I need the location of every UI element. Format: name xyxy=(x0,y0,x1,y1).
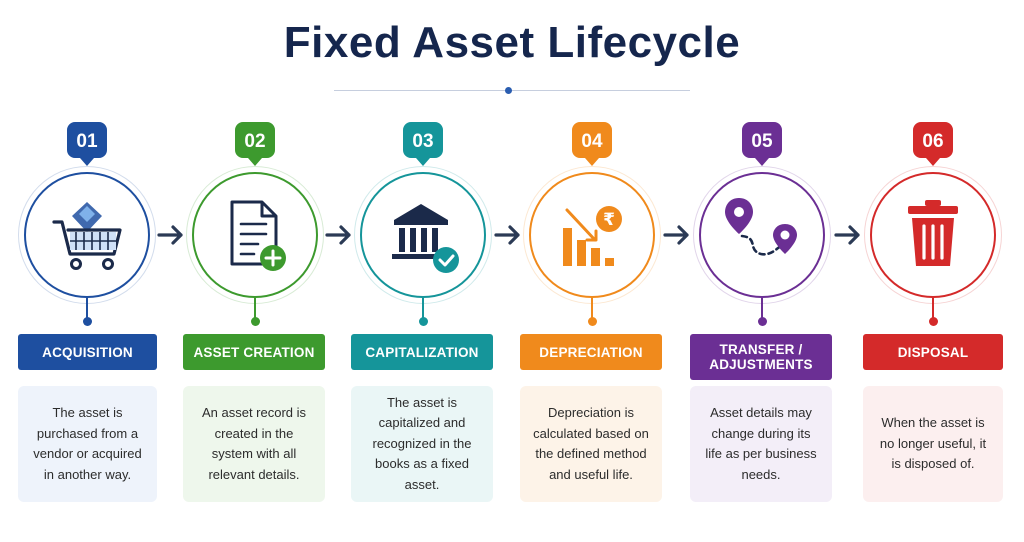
page-title: Fixed Asset Lifecycle xyxy=(283,18,741,67)
stage-icon-circle xyxy=(24,172,150,298)
connector-dot xyxy=(928,317,938,326)
stage-icon-circle xyxy=(360,172,486,298)
stage-label: DEPRECIATION xyxy=(520,334,662,370)
stage-label: ACQUISITION xyxy=(18,334,157,370)
connector-line xyxy=(932,298,934,320)
step-number: 01 xyxy=(76,131,98,152)
connector-dot xyxy=(757,317,767,326)
stage-label: CAPITALIZATION xyxy=(351,334,493,370)
arrow-right-icon xyxy=(833,223,863,247)
stage-label: ASSET CREATION xyxy=(183,334,325,370)
connector-line xyxy=(422,298,424,320)
step-number-badge: 01 xyxy=(67,122,107,166)
stage-description: When the asset is no longer useful, it i… xyxy=(863,386,1003,502)
step-number: 05 xyxy=(751,131,773,152)
arrow-right-icon xyxy=(156,223,186,247)
step-number-badge: 06 xyxy=(913,122,953,166)
connector-line xyxy=(86,298,88,320)
connector-line xyxy=(761,298,763,320)
stage-icon-circle: ₹ xyxy=(529,172,655,298)
title-divider-dot xyxy=(505,87,512,94)
connector-dot xyxy=(250,317,260,326)
title-divider xyxy=(334,90,690,91)
connector-dot xyxy=(82,317,92,326)
stage-description: The asset is purchased from a vendor or … xyxy=(18,386,157,502)
step-number-badge: 02 xyxy=(235,122,275,166)
stage-description: Asset details may change during its life… xyxy=(690,386,832,502)
stage-description: Depreciation is calculated based on the … xyxy=(520,386,662,502)
connector-line xyxy=(591,298,593,320)
arrow-right-icon xyxy=(662,223,692,247)
stage-icon-circle xyxy=(192,172,318,298)
step-number: 03 xyxy=(412,131,434,152)
connector-dot xyxy=(587,317,597,326)
step-number-badge: 05 xyxy=(742,122,782,166)
connector-line xyxy=(254,298,256,320)
step-number-badge: 03 xyxy=(403,122,443,166)
step-number: 02 xyxy=(244,131,266,152)
step-number: 06 xyxy=(922,131,944,152)
arrow-right-icon xyxy=(324,223,354,247)
svg-text:₹: ₹ xyxy=(603,210,615,230)
stage-label: TRANSFER / ADJUSTMENTS xyxy=(690,334,832,380)
step-number: 04 xyxy=(581,131,603,152)
stage-description: An asset record is created in the system… xyxy=(183,386,325,502)
step-number-badge: 04 xyxy=(572,122,612,166)
stage-icon-circle xyxy=(870,172,996,298)
stage-icon-circle xyxy=(699,172,825,298)
stage-description: The asset is capitalized and recognized … xyxy=(351,386,493,502)
connector-dot xyxy=(418,317,428,326)
stage-label: DISPOSAL xyxy=(863,334,1003,370)
arrow-right-icon xyxy=(493,223,523,247)
